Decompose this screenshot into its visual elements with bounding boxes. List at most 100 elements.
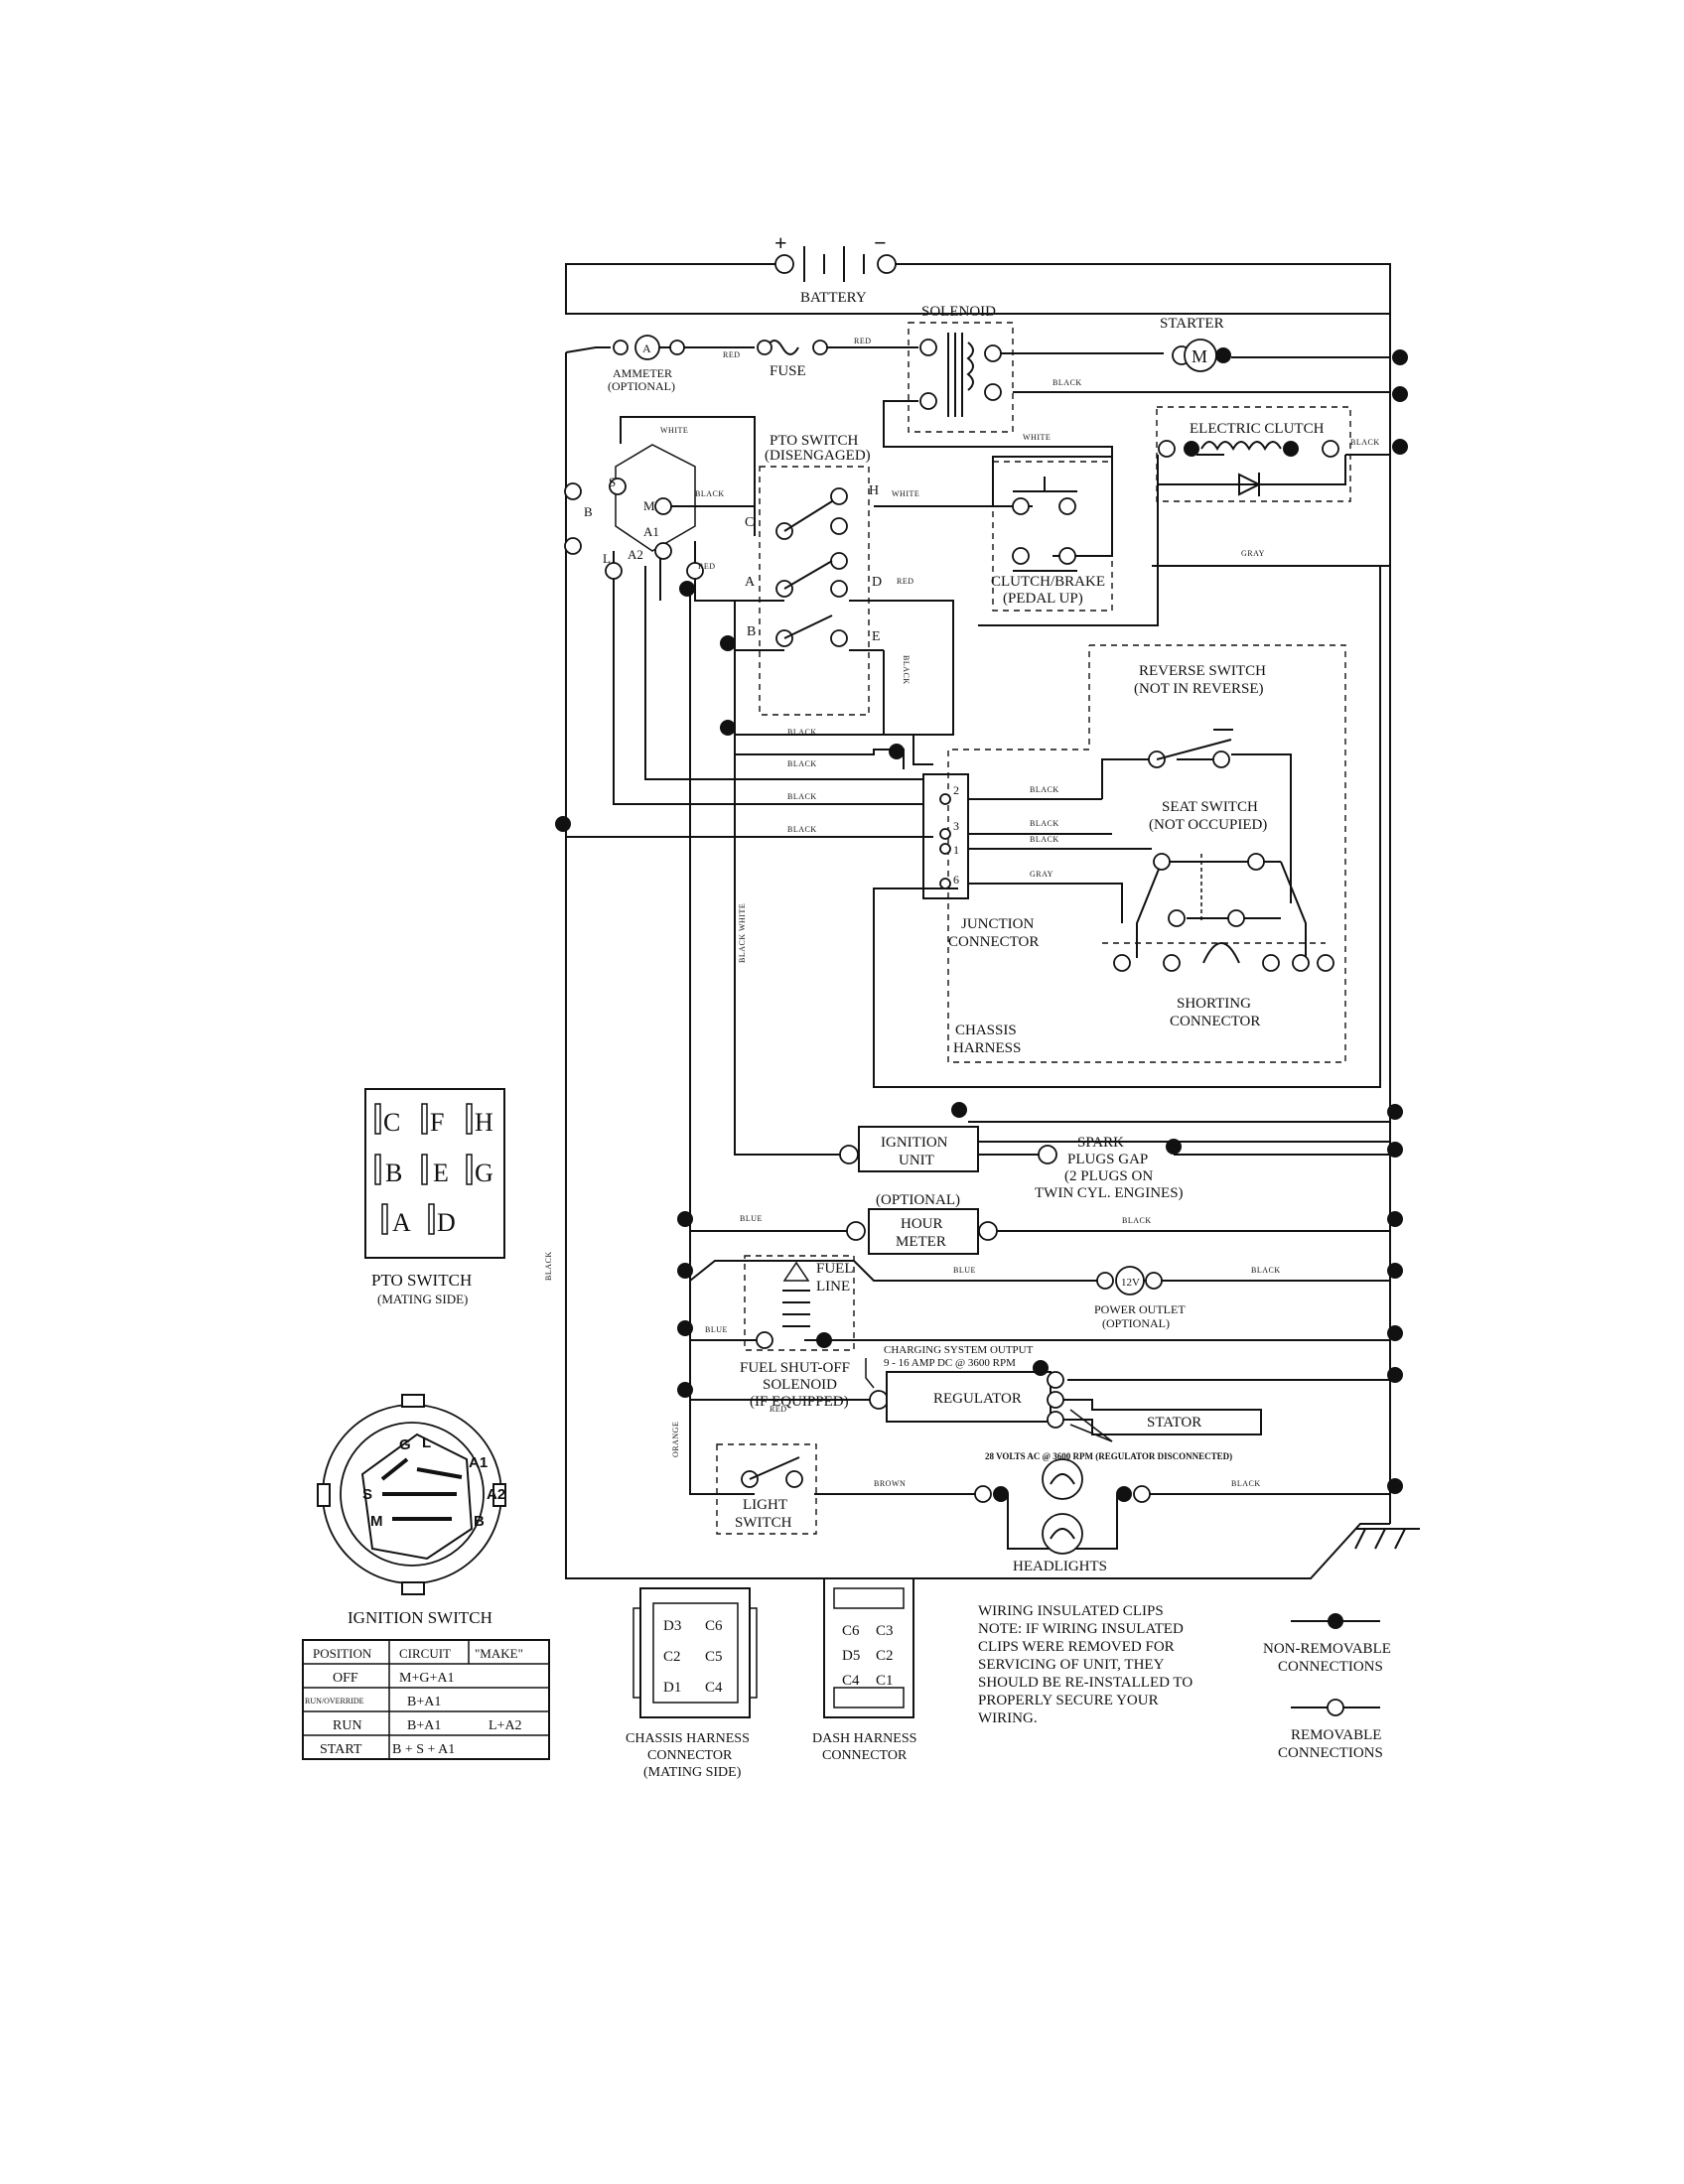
fuel-shutoff-label-3: (IF EQUIPPED) [750,1394,849,1410]
clips-note-1: WIRING INSULATED CLIPS [978,1603,1164,1619]
chassis-pin-c2: C2 [663,1649,681,1665]
chassis-pin-d1: D1 [663,1680,681,1696]
legend-nonremovable-1: NON-REMOVABLE [1263,1641,1391,1657]
shorting-label: SHORTING [1177,996,1251,1012]
chassis-label: CHASSIS [955,1023,1017,1038]
wire-black-vert-2: BLACK [544,1251,553,1281]
table-header-position: POSITION [313,1646,372,1661]
power-outlet-label: POWER OUTLET [1094,1302,1186,1316]
wire-red-5: RED [770,1405,787,1414]
solenoid-label: SOLENOID [921,304,996,320]
wire-black-9: BLACK [1030,819,1059,828]
ignition-face-l: L [422,1434,431,1451]
junction-pin-6: 6 [953,873,959,887]
wire-gray-1: GRAY [1241,549,1265,558]
wire-black-5: BLACK [787,759,817,768]
dash-connector-label-1: DASH HARNESS [812,1731,916,1746]
shorting-connector-label: CONNECTOR [1170,1014,1260,1029]
chassis-connector-label-1: CHASSIS HARNESS [626,1731,750,1746]
table-row-2-circuit: B+A1 [407,1718,441,1733]
spark-label-3: (2 PLUGS ON [1064,1168,1153,1184]
ignition-unit: IGNITION UNIT SPARK PLUGS GAP (2 PLUGS O… [839,1126,1184,1201]
reverse-switch-label: REVERSE SWITCH [1139,663,1266,679]
clips-note-4: SERVICING OF UNIT, THEY [978,1657,1165,1673]
battery: + − BATTERY [774,230,897,306]
pto-switch-schematic: PTO SWITCH (DISENGAGED) C H A D B E [745,433,882,716]
clips-note-3: CLIPS WERE REMOVED FOR [978,1639,1175,1655]
wire-red-3: RED [698,562,716,571]
hour-meter: (OPTIONAL) HOUR METER [846,1192,998,1255]
table-row-0-pos: OFF [333,1671,358,1686]
wire-black-8: BLACK [1030,785,1059,794]
clips-note-5: SHOULD BE RE-INSTALLED TO [978,1675,1193,1691]
regulator-label: REGULATOR [933,1391,1022,1407]
junction-pin-2: 2 [953,783,959,797]
wire-red-4: RED [897,577,914,586]
light-switch: LIGHT SWITCH [716,1443,817,1535]
headlights: HEADLIGHTS [974,1458,1151,1574]
ignition-unit-label-2: UNIT [899,1153,934,1168]
dash-pin-c6: C6 [842,1623,860,1639]
main-wiring [565,263,1391,1579]
not-occupied-label: (NOT OCCUPIED) [1149,817,1267,833]
pto-terminal-d: D [872,575,882,590]
pto-mating-label-2: (MATING SIDE) [377,1292,468,1306]
wire-black-4: BLACK [787,728,817,737]
wire-orange-vert: ORANGE [671,1422,680,1457]
pto-grid-a: A [392,1208,411,1237]
wire-black-2: BLACK [695,489,725,498]
table-row-1-pos: RUN/OVERRIDE [305,1697,364,1706]
wire-black-6: BLACK [787,792,817,801]
ammeter: A AMMETER (OPTIONAL) [608,335,685,393]
wire-brown-1: BROWN [874,1479,906,1488]
chassis-pin-d3: D3 [663,1618,681,1634]
table-row-3-pos: START [320,1742,362,1757]
ignition-face-a2: A2 [487,1486,505,1503]
fuel-shutoff-label-2: SOLENOID [763,1377,837,1393]
ignition-face-b: B [474,1513,485,1530]
ignition-terminal-s: S [609,475,616,489]
pto-mating-side: C F H B E G A D PTO SWITCH (MATING SIDE) [364,1088,505,1306]
ignition-face-s: S [362,1486,372,1503]
legend-removable-1: REMOVABLE [1291,1727,1381,1743]
wire-white-2: WHITE [1023,433,1051,442]
pto-grid-d: D [437,1208,456,1237]
ground-symbol [1354,1528,1420,1550]
electric-clutch: ELECTRIC CLUTCH [1156,406,1351,502]
ignition-terminal-b: B [584,504,593,519]
junction-connector-label: CONNECTOR [948,934,1039,950]
fuel-shutoff-solenoid: FUEL LINE FUEL SHUT-OFF SOLENOID (IF EQU… [740,1255,855,1410]
hour-meter-optional: (OPTIONAL) [876,1192,960,1208]
ignition-switch-face: G L A1 S A2 M B IGNITION SWITCH [317,1394,506,1627]
pto-grid-h: H [475,1108,493,1137]
clips-note-6: PROPERLY SECURE YOUR [978,1693,1159,1708]
wire-black-10: BLACK [1030,835,1059,844]
pto-grid-e: E [433,1159,449,1187]
dash-pin-c4: C4 [842,1673,860,1689]
ignition-table: POSITION CIRCUIT "MAKE" OFF M+G+A1 RUN/O… [302,1639,550,1760]
table-row-2-pos: RUN [333,1718,362,1733]
table-row-1-circuit: B+A1 [407,1695,441,1709]
chassis-harness-connector: D3 C6 C2 C5 D1 C4 CHASSIS HARNESS CONNEC… [626,1587,758,1780]
pto-grid-b: B [385,1159,402,1187]
junction-connector: 2 3 1 6 JUNCTION CONNECTOR [922,773,1039,950]
chassis-pin-c6: C6 [705,1618,723,1634]
regulator: CHARGING SYSTEM OUTPUT 9 - 16 AMP DC @ 3… [865,1344,1232,1461]
wire-black-3: BLACK [1350,438,1380,447]
ignition-switch-label: IGNITION SWITCH [348,1608,492,1627]
power-outlet: 12V POWER OUTLET (OPTIONAL) [1094,1266,1186,1330]
ignition-switch-schematic: B S M A1 L A2 [564,444,704,580]
starter-m: M [1192,346,1207,366]
starter-label: STARTER [1160,316,1224,332]
headlights-label: HEADLIGHTS [1013,1559,1107,1574]
wire-black-13: BLACK [1231,1479,1261,1488]
wire-black-1: BLACK [1052,378,1082,387]
starter: STARTER M [1160,316,1224,372]
harness-label: HARNESS [953,1040,1021,1056]
dash-harness-connector: C6 C3 D5 C2 C4 C1 DASH HARNESS CONNECTOR [812,1577,916,1763]
wire-black-7: BLACK [787,825,817,834]
dash-pin-c1: C1 [876,1673,894,1689]
pto-terminal-b: B [747,624,756,639]
pto-terminal-a: A [745,575,756,590]
